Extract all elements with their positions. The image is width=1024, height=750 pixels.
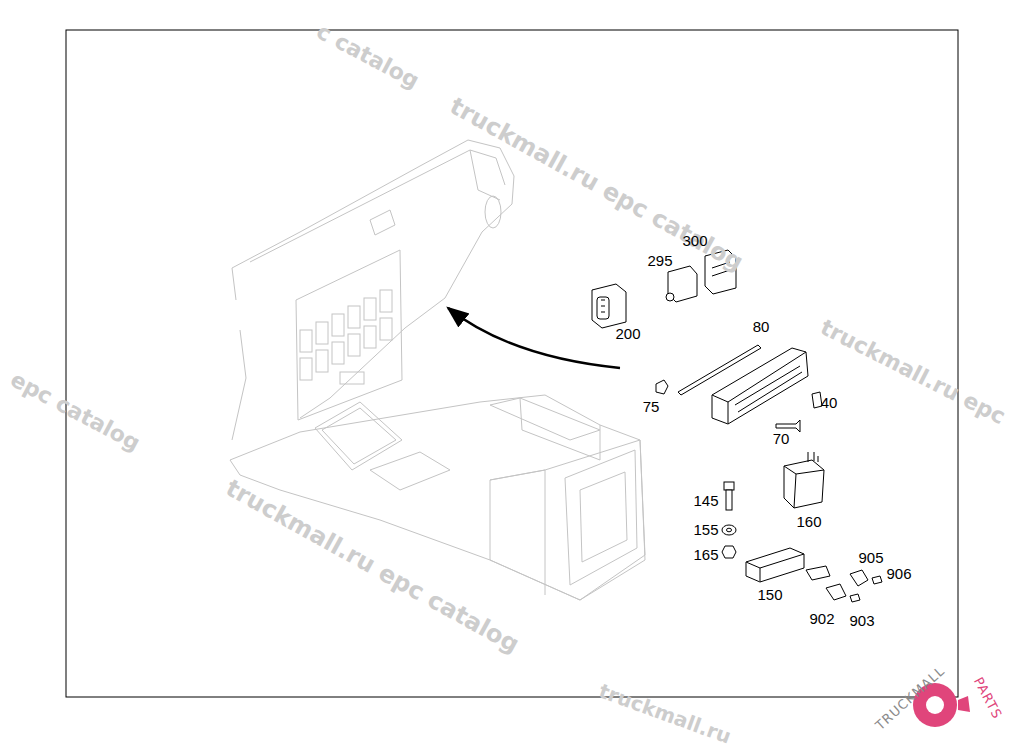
- callout-number: 165: [693, 547, 718, 562]
- callout-number: 300: [682, 233, 707, 248]
- callout-number: 902: [809, 611, 834, 626]
- callout-number: 905: [858, 550, 883, 565]
- watermark: c catalog: [313, 20, 423, 92]
- logo-text: PARTS: [972, 675, 1005, 721]
- callout-number: 70: [773, 431, 790, 446]
- frame: [66, 30, 958, 697]
- watermark: epc catalog: [7, 368, 144, 455]
- callout-number: 200: [615, 326, 640, 341]
- parts: [592, 250, 882, 602]
- watermark: truckmall.ru: [597, 681, 734, 747]
- callout-number: 160: [796, 514, 821, 529]
- callout-number: 906: [886, 566, 911, 581]
- watermark: truckmall.ru epc: [817, 316, 1009, 428]
- watermark: truckmall.ru epc catalog: [446, 94, 747, 275]
- callout-number: 80: [753, 319, 770, 334]
- callout-number: 295: [647, 253, 672, 268]
- callout-number: 40: [821, 395, 838, 410]
- callout-number: 903: [849, 613, 874, 628]
- callout-number: 145: [693, 493, 718, 508]
- watermark: truckmall.ru epc catalog: [222, 476, 523, 657]
- callout-number: 75: [643, 399, 660, 414]
- callout-number: 155: [693, 522, 718, 537]
- callout-number: 150: [757, 587, 782, 602]
